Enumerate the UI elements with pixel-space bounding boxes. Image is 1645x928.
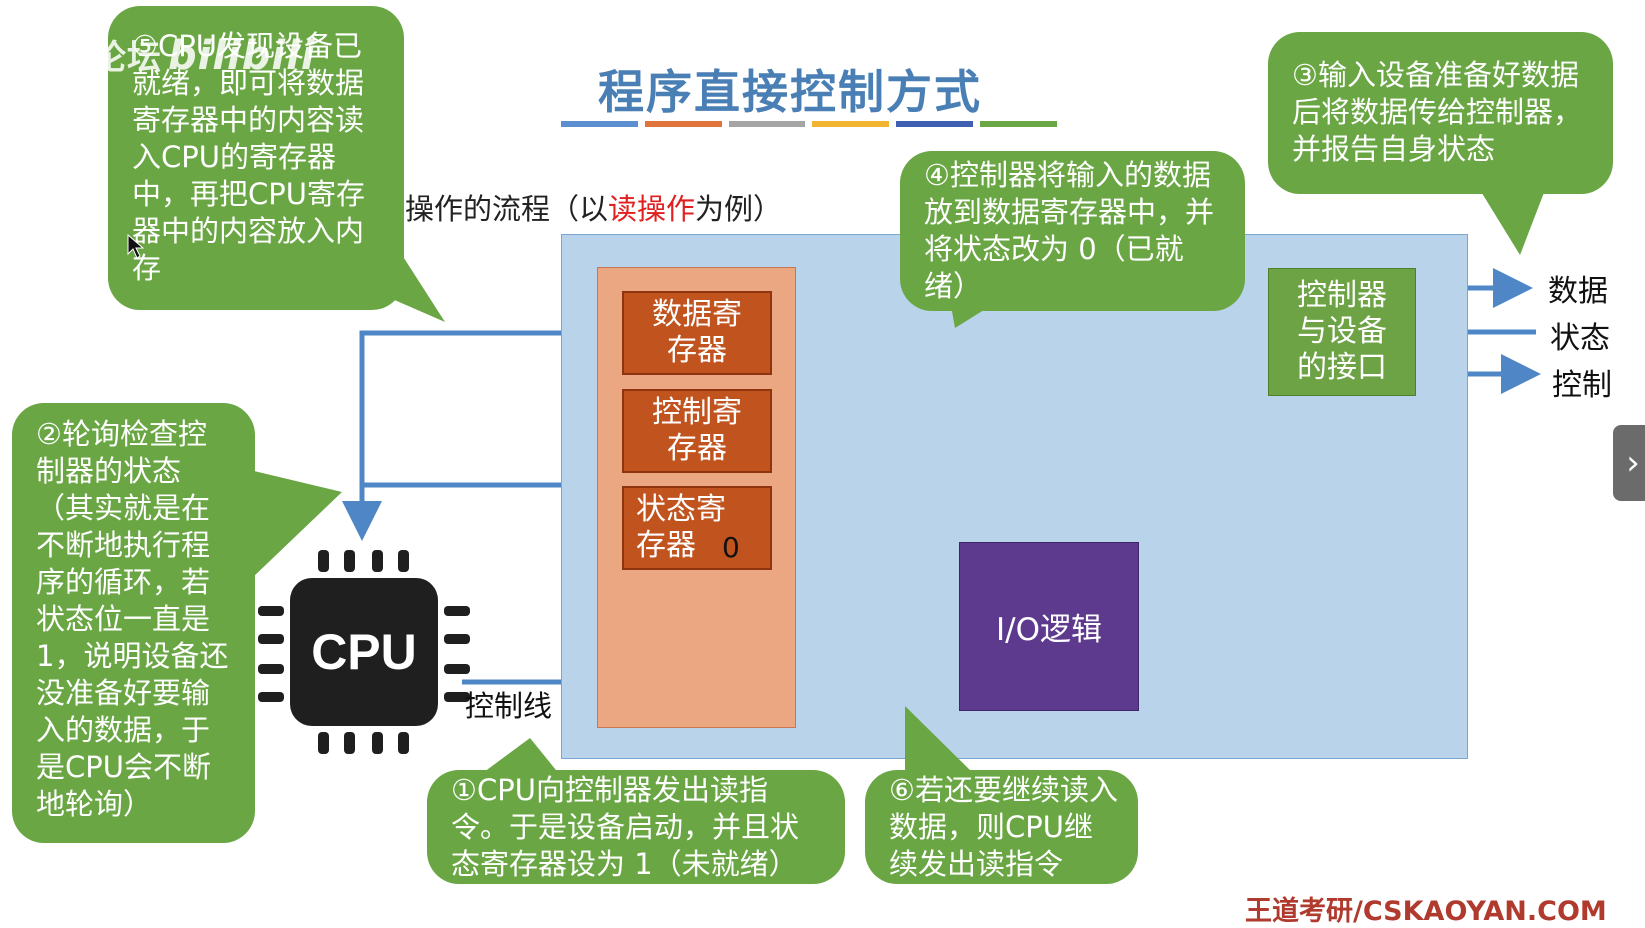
cpu-pin-12 [444,634,470,644]
title-bar-6 [980,121,1057,127]
callout-step5-text: ⑤CPU发现设备已就绪，即可将数据寄存器中的内容读入CPU的寄存器中，再把CPU… [132,29,365,285]
callout-step2: ②轮询检查控制器的状态（其实就是在不断地执行程序的循环，若状态位一直是1，说明设… [12,403,255,843]
signal-data-label: 数据 [1548,274,1608,309]
cpu-label: CPU [311,624,417,680]
control-line-label: 控制线 [465,689,553,723]
cpu-pin-13 [258,664,284,674]
cpu-pin-14 [444,664,470,674]
callout-tail-step6 [905,706,975,775]
title-underline-bars [561,121,1057,127]
signal-control-label: 控制 [1552,368,1612,403]
control-register-label: 控制寄 存器 [652,395,742,466]
subtitle-suffix: 为例） [695,192,783,226]
callout-step6-text: ⑥若还要继续读入数据，则CPU继续发出读指令 [889,773,1118,881]
cpu-pin-10 [444,606,470,616]
footer-brand: 王道考研/CSKAOYAN.COM [1245,896,1607,927]
title-bar-1 [561,121,638,127]
device-interface-label: 控制器 与设备 的接口 [1297,278,1387,385]
subtitle-highlight: 读操作 [608,192,696,226]
mouse-cursor-icon [127,234,145,259]
io-logic-block: I/O逻辑 [959,542,1139,711]
callout-step5: ⑤CPU发现设备已就绪，即可将数据寄存器中的内容读入CPU的寄存器中，再把CPU… [108,6,404,310]
title-bar-3 [728,121,806,127]
data-register-to-cpu-line [342,330,622,541]
data-register: 数据寄 存器 [622,291,772,375]
callout-step3: ③输入设备准备好数据后将数据传给控制器，并报告自身状态 [1268,32,1613,194]
status-register: 状态寄 存器 0 [622,486,772,570]
next-slide-button[interactable]: › [1613,425,1645,501]
cpu-pin-16 [444,692,470,702]
callout-step3-text: ③输入设备准备好数据后将数据传给控制器，并报告自身状态 [1292,58,1583,166]
cpu-pin-4 [344,732,355,754]
callout-step1: ①CPU向控制器发出读指令。于是设备启动，并且状态寄存器设为 1（未就绪） [427,770,845,884]
cpu-pin-8 [398,732,409,754]
callout-step1-text: ①CPU向控制器发出读指令。于是设备启动，并且状态寄存器设为 1（未就绪） [451,773,800,881]
title-bar-4 [812,121,890,127]
cpu-pin-9 [258,606,284,616]
callout-step4-text: ④控制器将输入的数据放到数据寄存器中，并将状态改为 0（已就绪） [924,158,1215,303]
cpu-pin-7 [398,550,409,572]
title-bar-5 [896,121,974,127]
callout-step2-text: ②轮询检查控制器的状态（其实就是在不断地执行程序的循环，若状态位一直是1，说明设… [36,417,229,821]
cpu-pin-5 [372,550,383,572]
cpu-chip: CPU [290,578,438,726]
chevron-right-icon: › [1626,443,1640,483]
cpu-pin-6 [372,732,383,754]
callout-step4: ④控制器将输入的数据放到数据寄存器中，并将状态改为 0（已就绪） [900,151,1245,311]
slide-title: 程序直接控制方式 [598,65,982,119]
signal-status-label: 状态 [1550,321,1610,356]
callout-tail-step3 [1480,190,1545,255]
data-register-label: 数据寄 存器 [652,297,742,368]
cpu-pin-11 [258,634,284,644]
cpu-pin-1 [318,550,329,572]
subtitle-prefix: 操作的流程（以 [405,192,609,226]
title-bar-2 [644,121,722,127]
watermark-text: 王道论坛 [22,38,162,78]
cpu-pin-3 [344,550,355,572]
cpu-pin-15 [258,692,284,702]
control-register: 控制寄 存器 [622,389,772,473]
status-register-label: 状态寄 存器 [636,492,726,563]
slide-subtitle: 操作的流程（以读操作为例） [405,186,782,228]
io-logic-label: I/O逻辑 [996,612,1102,648]
callout-tail-step1 [480,738,560,775]
cpu-pin-2 [318,732,329,754]
status-register-value: 0 [722,531,740,564]
callout-step6: ⑥若还要继续读入数据，则CPU继续发出读指令 [865,770,1138,884]
device-interface: 控制器 与设备 的接口 [1268,268,1416,396]
callout-tail-step2 [250,470,342,580]
watermark-logo: bilibili [168,33,316,79]
